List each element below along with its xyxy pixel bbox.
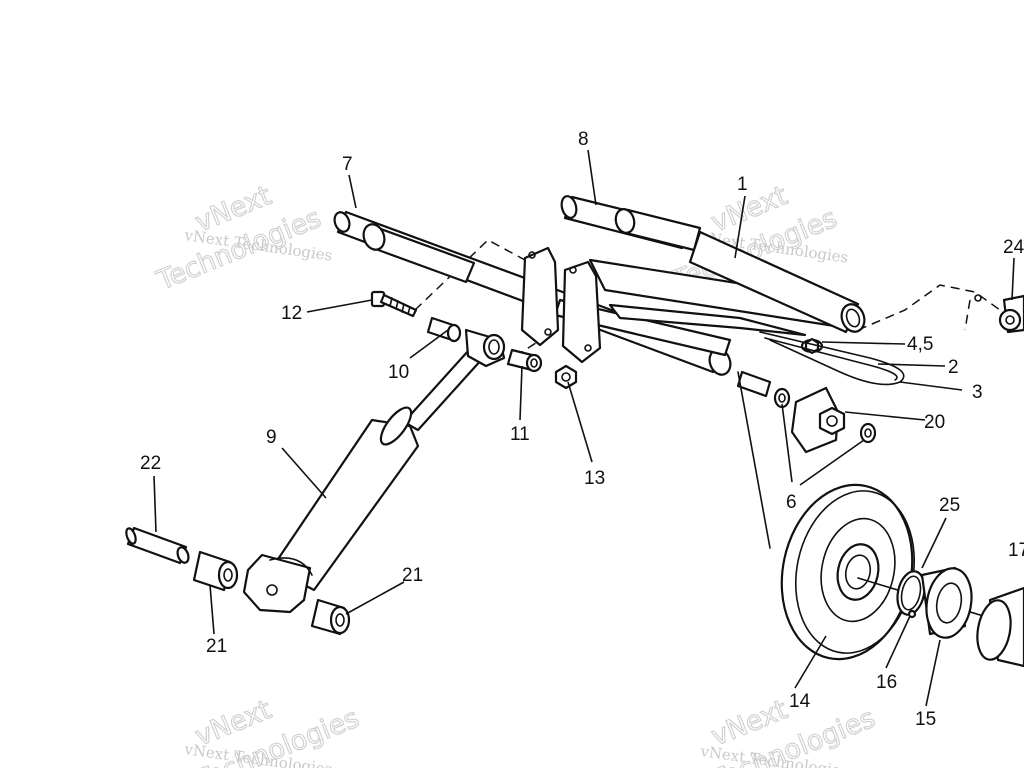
bushing-21-left (192, 550, 239, 592)
callout-7: 7 (342, 154, 353, 175)
spacer-axle (736, 370, 772, 398)
mount-bracket-left (520, 246, 560, 347)
callout-12: 12 (281, 303, 302, 324)
callout-17: 17 (1008, 540, 1024, 561)
shock-absorber-9 (242, 328, 506, 614)
callout-24: 24 (1003, 237, 1024, 258)
callout-11: 11 (510, 424, 530, 445)
callout-4-5: 4,5 (907, 334, 933, 355)
bolt-12 (370, 290, 418, 318)
callout-14: 14 (789, 691, 811, 712)
axle-tube-17 (976, 586, 1024, 668)
callout-3: 3 (972, 382, 983, 403)
callout-21-right: 21 (402, 565, 423, 586)
callout-6: 6 (786, 492, 797, 513)
callout-15: 15 (915, 709, 936, 730)
bearing-15 (920, 566, 973, 639)
callout-21-left: 21 (206, 636, 227, 657)
callout-20: 20 (924, 412, 945, 433)
callout-labels: 1 2 3 4,5 6 7 8 9 10 11 12 13 14 15 16 1… (140, 129, 1024, 730)
ball-16 (907, 609, 917, 619)
callout-9: 9 (266, 427, 277, 448)
callout-13: 13 (584, 468, 605, 489)
bushing-21-right (310, 598, 351, 636)
callout-2: 2 (948, 357, 959, 378)
spring-2-3 (759, 331, 905, 386)
callout-22: 22 (140, 453, 161, 474)
pivot-arm-1 (553, 230, 866, 357)
callout-8: 8 (578, 129, 589, 150)
nut-13 (554, 364, 578, 390)
bushing-11 (506, 348, 543, 373)
part-24 (974, 294, 1024, 334)
callout-16: 16 (876, 672, 897, 693)
leader-lines (153, 149, 1015, 707)
callout-1: 1 (737, 174, 748, 195)
mount-bracket-right (561, 260, 602, 364)
bushing-10 (426, 316, 462, 343)
washer-6-upper (773, 387, 791, 409)
cross-tube-8 (560, 195, 702, 252)
washer-6-lower (859, 422, 877, 444)
adjuster-block-20 (790, 386, 846, 454)
watermark-bottom-left: vNext Technologies vNext Technologies (182, 694, 364, 768)
watermark-top-left: vNext Technologies vNext Technologies (152, 180, 334, 298)
pin-22 (125, 526, 190, 565)
callout-10: 10 (388, 362, 409, 383)
callout-25: 25 (939, 495, 960, 516)
